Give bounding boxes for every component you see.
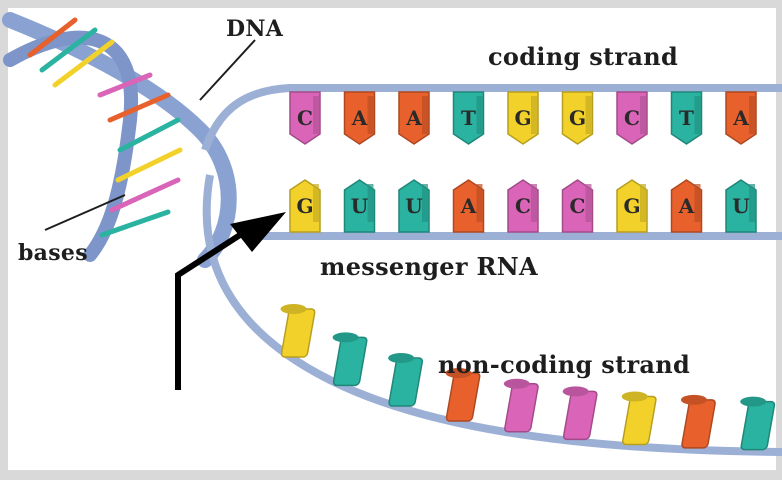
base-tile-shade (368, 184, 374, 222)
base-tile (504, 384, 538, 432)
base-tile-shade (531, 184, 537, 222)
base-tile-shade (368, 96, 374, 134)
transcription-arrow-line (178, 235, 240, 390)
mrna-base-G: G (290, 180, 320, 232)
base-letter: T (461, 106, 476, 130)
mrna-base-C: C (563, 180, 593, 232)
coding-base-C: C (290, 92, 320, 144)
base-letter: G (569, 106, 586, 130)
non-coding-base (333, 332, 368, 385)
base-letter: G (623, 194, 640, 218)
base-tile-shade (586, 184, 592, 222)
bases-label: bases (18, 240, 88, 266)
base-letter: U (405, 194, 422, 218)
base-tile-shade (695, 184, 701, 222)
coding-base-G: G (508, 92, 538, 144)
base-letter: U (732, 194, 749, 218)
base-tile (681, 400, 715, 448)
mrna-base-U: U (345, 180, 375, 232)
base-tile-shade (695, 96, 701, 134)
non-coding-strand-label: non-coding strand (438, 350, 690, 379)
base-tile (388, 358, 422, 406)
base-tile (563, 391, 597, 439)
mrna-base-C: C (508, 180, 538, 232)
mrna-base-U: U (399, 180, 429, 232)
base-tile (622, 397, 656, 445)
base-tile (446, 373, 480, 421)
messenger-rna-label: messenger RNA (320, 252, 538, 281)
base-letter: T (679, 106, 694, 130)
coding-base-A: A (726, 92, 756, 144)
coding-strand-bases: CAATGGCTA (290, 92, 756, 144)
dna-label: DNA (226, 16, 283, 42)
non-coding-base (740, 397, 775, 450)
base-tile-shade (640, 184, 646, 222)
non-coding-base (563, 386, 598, 439)
base-letter: A (460, 194, 477, 218)
base-tile-shade (749, 96, 755, 134)
mrna-base-G: G (617, 180, 647, 232)
base-tile-shade (749, 184, 755, 222)
coding-base-G: G (563, 92, 593, 144)
coding-strand-label: coding strand (488, 42, 678, 71)
base-letter: U (351, 194, 368, 218)
non-coding-base (681, 395, 716, 448)
base-letter: G (514, 106, 531, 130)
base-tile-top (281, 304, 307, 314)
coding-base-T: T (672, 92, 702, 144)
base-letter: C (515, 194, 531, 218)
base-letter: A (351, 106, 368, 130)
base-tile-shade (477, 184, 483, 222)
base-tile-shade (422, 96, 428, 134)
coding-base-C: C (617, 92, 647, 144)
base-letter: C (624, 106, 640, 130)
mrna-base-U: U (726, 180, 756, 232)
base-tile (281, 309, 315, 357)
non-coding-base (281, 304, 316, 357)
base-letter: A (732, 106, 749, 130)
dna-helix (10, 20, 229, 260)
helix-rung (110, 95, 168, 120)
base-tile (741, 402, 775, 450)
base-tile-shade (313, 96, 319, 134)
base-tile-shade (422, 184, 428, 222)
non-coding-base (622, 392, 657, 445)
base-tile-shade (531, 96, 537, 134)
base-letter: A (678, 194, 695, 218)
base-tile-top (740, 397, 766, 407)
base-letter: A (405, 106, 422, 130)
base-tile-top (388, 353, 414, 363)
coding-base-T: T (454, 92, 484, 144)
base-tile-top (563, 386, 589, 396)
base-letter: C (297, 106, 313, 130)
base-tile (333, 337, 367, 385)
non-coding-base (388, 353, 423, 406)
non-coding-base (504, 379, 539, 432)
dna-label-pointer (200, 40, 255, 100)
mrna-base-A: A (454, 180, 484, 232)
base-tile-shade (640, 96, 646, 134)
base-tile-shade (313, 184, 319, 222)
base-tile-top (681, 395, 707, 405)
base-tile-top (504, 379, 530, 389)
base-tile-shade (586, 96, 592, 134)
base-letter: C (570, 194, 586, 218)
base-tile-shade (477, 96, 483, 134)
base-letter: G (296, 194, 313, 218)
coding-base-A: A (399, 92, 429, 144)
base-tile-top (333, 332, 359, 342)
base-tile-top (622, 392, 648, 402)
mrna-base-A: A (672, 180, 702, 232)
coding-base-A: A (345, 92, 375, 144)
